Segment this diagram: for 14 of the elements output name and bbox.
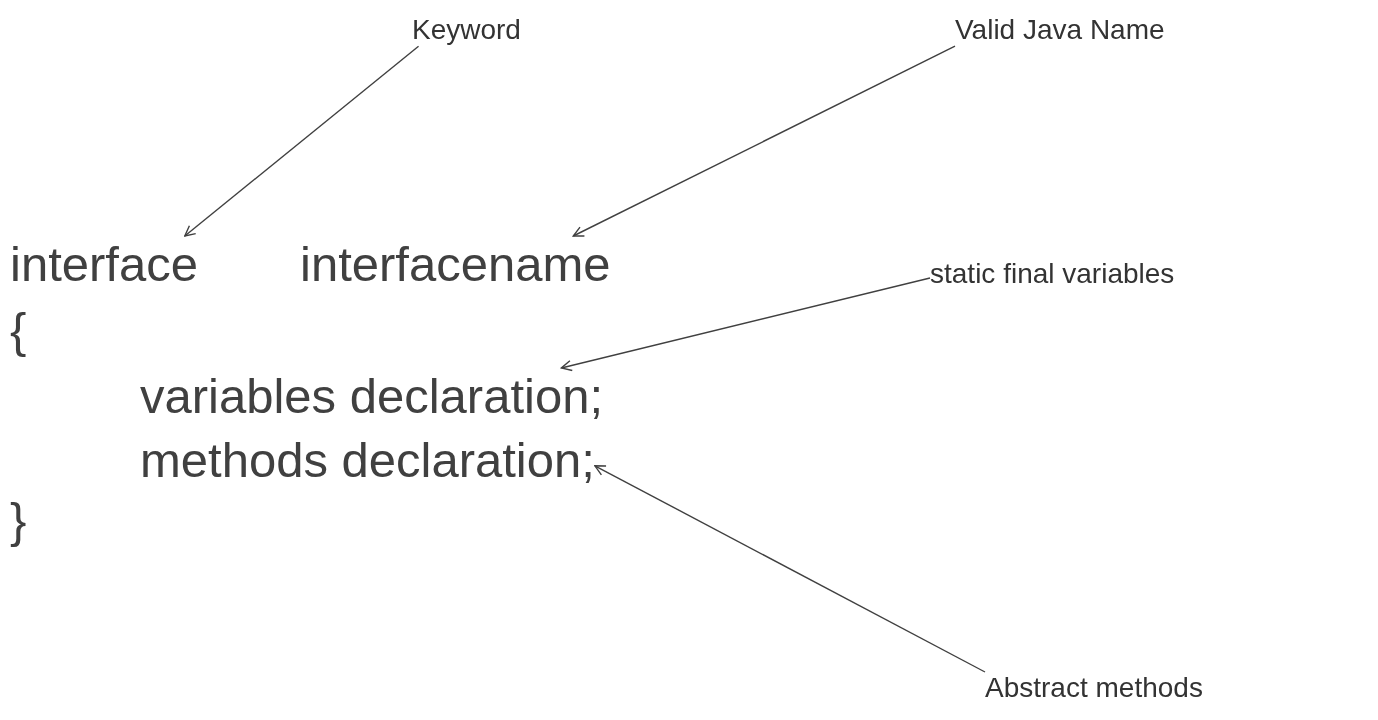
leader-arrow [572, 45, 956, 237]
annotation-label: Valid Java Name [955, 14, 1165, 47]
code-line: methods declaration; [140, 432, 595, 489]
code-identifier: interfacename [300, 236, 611, 293]
leader-arrow [184, 45, 420, 237]
code-line: variables declaration; [140, 368, 604, 425]
code-keyword: interface [10, 236, 198, 293]
annotation-label: static final variables [930, 258, 1175, 291]
code-brace: } [10, 492, 27, 549]
code-brace: { [10, 302, 27, 359]
leader-arrow [594, 465, 986, 673]
annotation-label: Keyword [412, 14, 521, 47]
leader-arrow [560, 277, 931, 372]
annotation-label: Abstract methods [985, 672, 1203, 705]
